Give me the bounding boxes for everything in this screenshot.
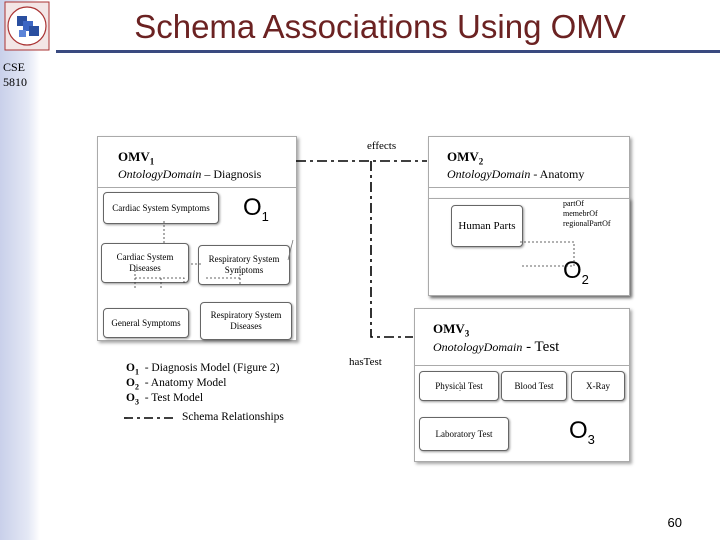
node-human-parts: Human Parts: [451, 205, 523, 247]
course-line-2: 5810: [3, 75, 27, 89]
legend-item-o2: O2 - Anatomy Model: [126, 377, 227, 392]
diagnosis-ontology-label: O1: [243, 194, 269, 224]
node-cardiac-system-symptoms: Cardiac System Symptoms: [103, 192, 219, 224]
test-header: OMV3 OnotologyDomain - Test: [415, 309, 629, 366]
course-code: CSE 5810: [3, 60, 43, 90]
diagnosis-omv-label: OMV1: [118, 149, 155, 167]
test-panel: OMV3 OnotologyDomain - Test Physical Tes…: [414, 308, 630, 462]
edge-label-has-test: hasTest: [349, 356, 382, 368]
node-general-symptoms: General Symptoms: [103, 308, 189, 338]
has-test-link: [370, 161, 413, 338]
anatomy-omv-label: OMV2: [447, 149, 484, 167]
legend-item-o3: O3 - Test Model: [126, 392, 204, 407]
course-line-1: CSE: [3, 60, 26, 74]
node-respiratory-system-diseases: Respiratory System Diseases: [200, 302, 292, 340]
node-x-ray: X-Ray: [571, 371, 625, 401]
diagnosis-header: OMV1 OntologyDomain – Diagnosis: [98, 137, 296, 188]
title-divider: [56, 50, 720, 53]
node-physical-test: Physical Test: [419, 371, 499, 401]
test-ontology-label: O3: [569, 417, 595, 447]
relation-member-of: memebrOf: [563, 209, 598, 218]
diagnosis-domain-label: OntologyDomain – Diagnosis: [118, 167, 262, 181]
anatomy-body-panel: Human Parts partOf memebrOf regionalPart…: [428, 198, 630, 296]
test-domain-label: OnotologyDomain - Test: [433, 339, 560, 355]
node-respiratory-system-symptoms: Respiratory System Symptoms: [198, 245, 290, 285]
anatomy-relation-list: partOf memebrOf regionalPartOf: [563, 199, 611, 229]
sidebar-strip: [0, 0, 40, 540]
schema-diagram: OMV1 OntologyDomain – Diagnosis Cardiac …: [90, 120, 650, 470]
legend-schema-relationships: Schema Relationships: [182, 411, 284, 423]
diagram-connectors: [134, 160, 575, 391]
legend-dash-dot-line: [124, 417, 174, 419]
test-omv-label: OMV3: [433, 321, 470, 339]
anatomy-ontology-label: O2: [563, 257, 589, 287]
university-seal-icon: [4, 1, 50, 51]
legend-item-o1: O1 - Diagnosis Model (Figure 2): [126, 362, 280, 377]
slide-title: Schema Associations Using OMV: [134, 8, 626, 45]
diagnosis-panel: OMV1 OntologyDomain – Diagnosis Cardiac …: [97, 136, 297, 341]
node-blood-test: Blood Test: [501, 371, 567, 401]
relation-part-of: partOf: [563, 199, 584, 208]
relation-regional-part-of: regionalPartOf: [563, 219, 611, 228]
anatomy-header: OMV2 OntologyDomain - Anatomy: [429, 137, 629, 188]
node-cardiac-system-diseases: Cardiac System Diseases: [101, 243, 189, 283]
page-number: 60: [667, 515, 682, 530]
node-laboratory-test: Laboratory Test: [419, 417, 509, 451]
edge-label-effects: effects: [367, 140, 397, 152]
anatomy-domain-label: OntologyDomain - Anatomy: [447, 167, 585, 181]
